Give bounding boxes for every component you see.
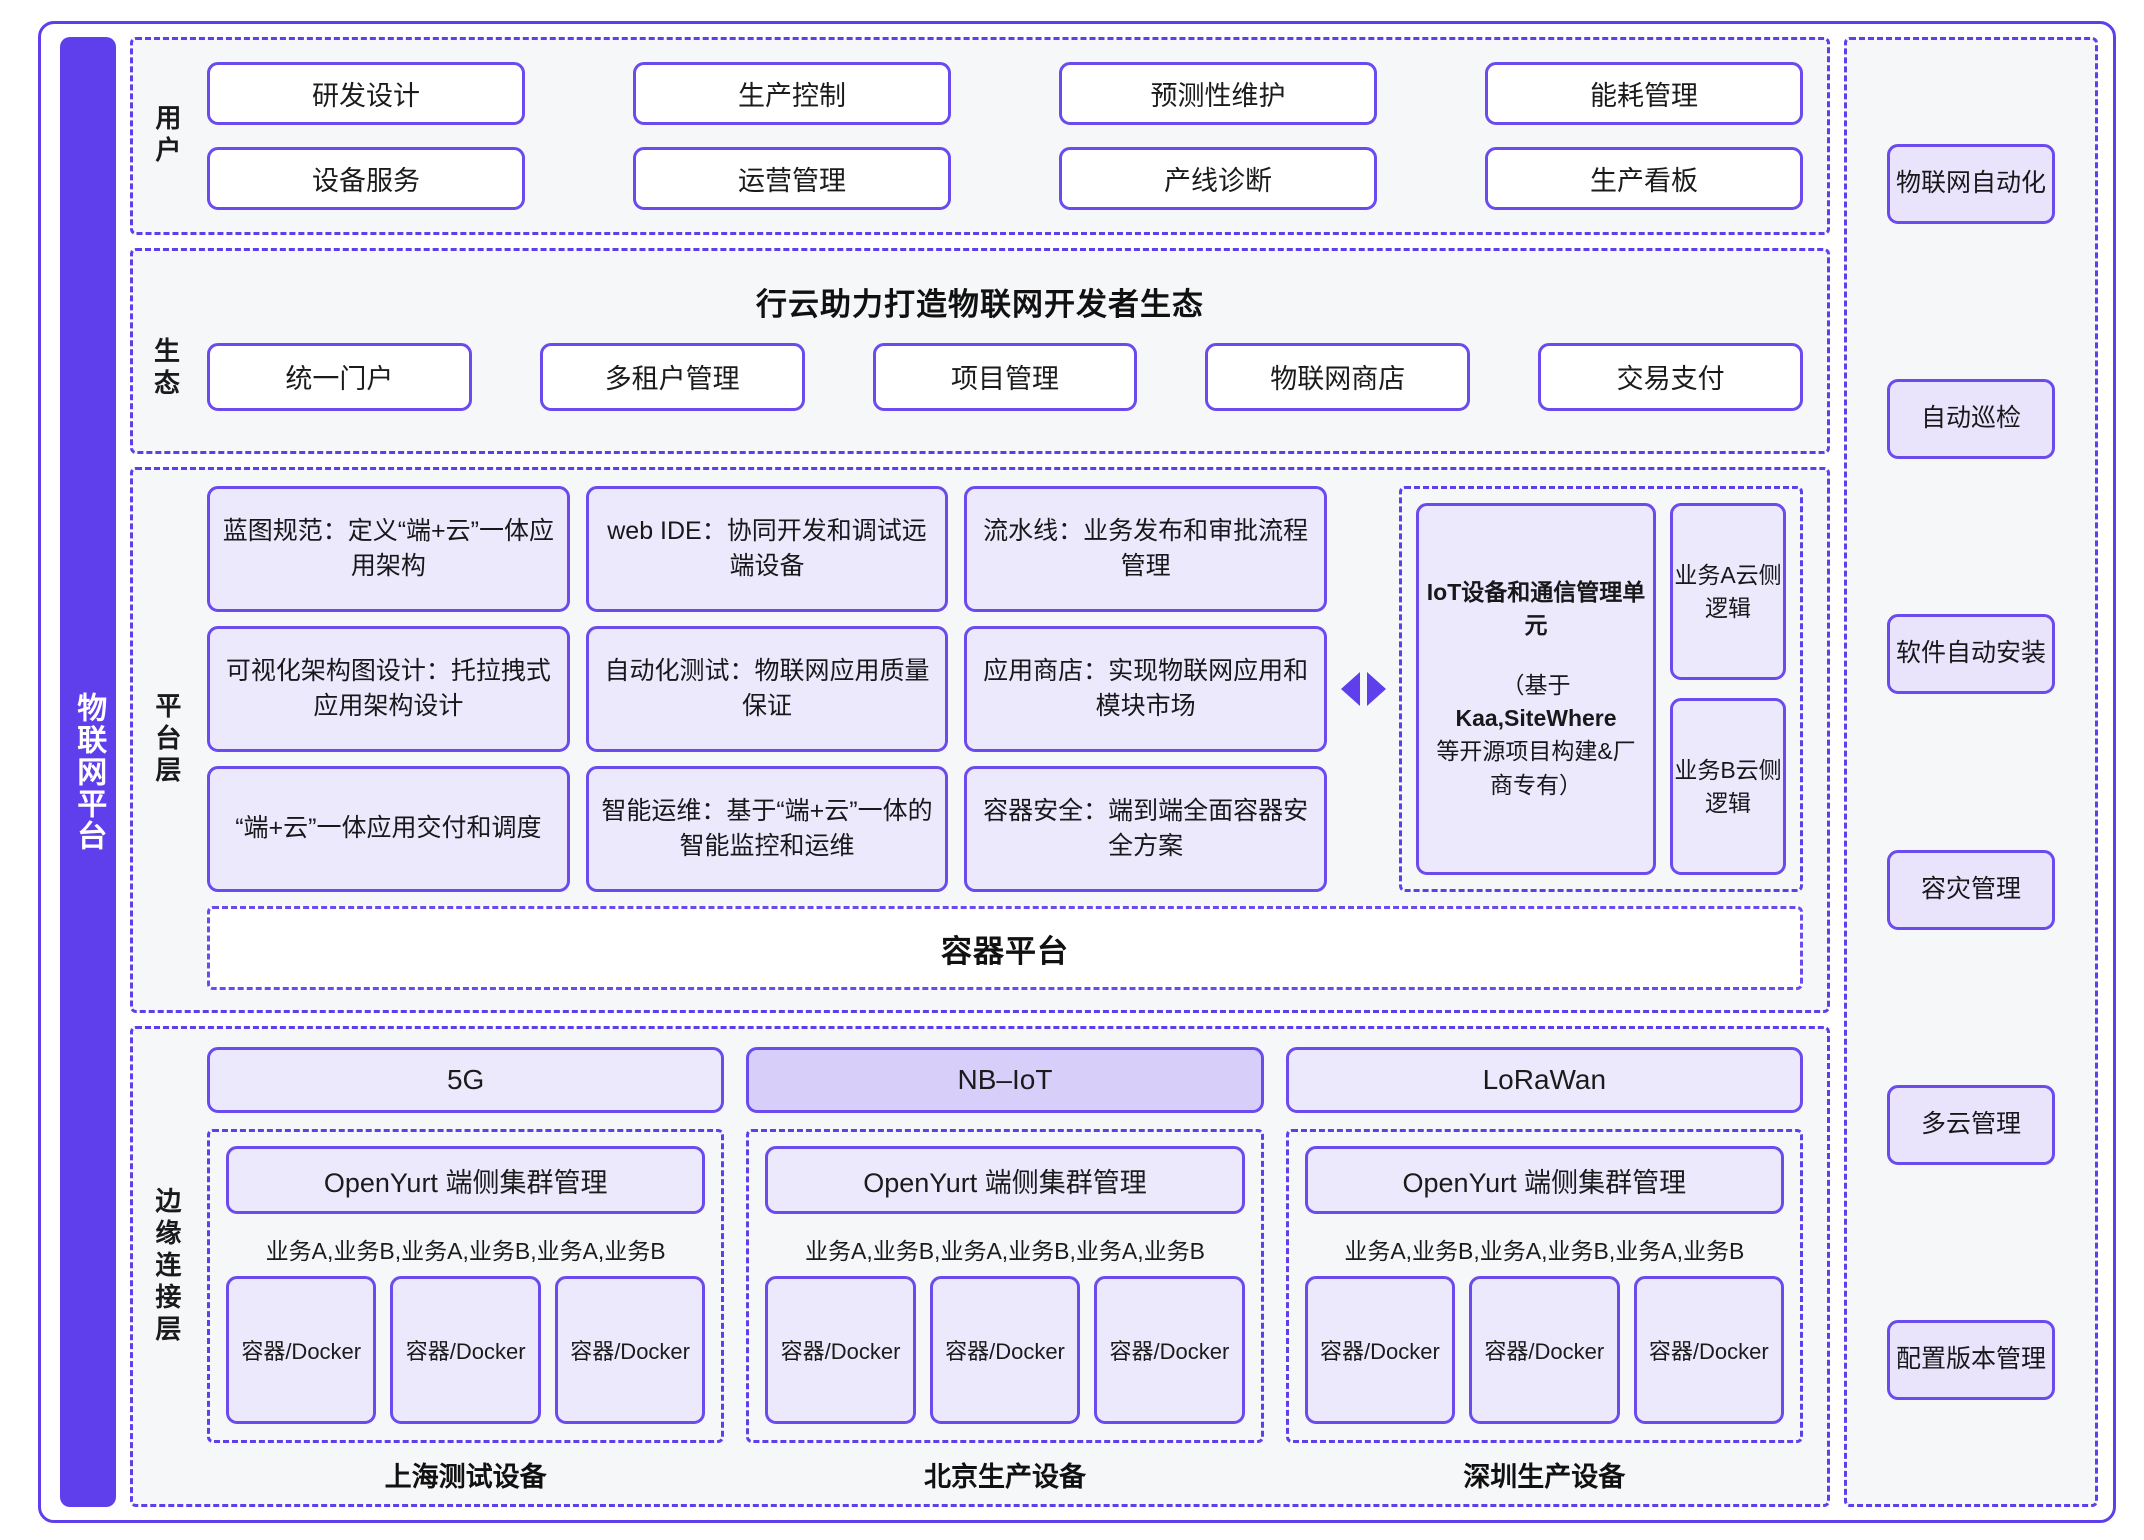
- platform-card-automated-test[interactable]: 自动化测试：物联网应用质量保证: [585, 626, 949, 752]
- edge-section-label: 边缘连接层: [151, 1186, 182, 1347]
- user-item-device-service[interactable]: 设备服务: [207, 147, 525, 210]
- ecosystem-title: 行云助力打造物联网开发者生态: [756, 287, 1204, 322]
- services-line-beijing: 业务A,业务B,业务A,业务B,业务A,业务B: [804, 1238, 1205, 1264]
- platform-cards-grid: 蓝图规范：定义“端+云”一体应用架构 web IDE：协同开发和调试远端设备 流…: [207, 486, 1327, 892]
- docker-cell[interactable]: 容器/Docker: [929, 1276, 1081, 1424]
- openyurt-cluster-shenzhen[interactable]: OpenYurt 端侧集群管理: [1304, 1146, 1784, 1214]
- services-line-shanghai: 业务A,业务B,业务A,业务B,业务A,业务B: [265, 1238, 666, 1264]
- arrow-right-icon: [1366, 672, 1386, 706]
- platform-card-pipeline[interactable]: 流水线：业务发布和审批流程管理: [964, 486, 1327, 612]
- iot-unit-note-projects: Kaa,SiteWhere: [1455, 705, 1617, 731]
- docker-row-shanghai: 容器/Docker 容器/Docker 容器/Docker: [226, 1276, 706, 1424]
- eco-item-project-management[interactable]: 项目管理: [872, 342, 1138, 411]
- left-vertical-bar: 物联网平台: [60, 37, 116, 1507]
- center-column: 用户 研发设计 生产控制 预测性维护 能耗管理 设备服务 运营管理 产线诊断 生…: [130, 37, 1830, 1507]
- ecosystem-section-label: 生态: [150, 336, 181, 401]
- cloud-logic-business-b[interactable]: 业务B云侧逻辑: [1670, 698, 1786, 875]
- architecture-layout: 物联网平台 用户 研发设计 生产控制 预测性维护 能耗管理 设备服务 运营管理 …: [38, 21, 2116, 1523]
- rail-item-config-version-management[interactable]: 配置版本管理: [1887, 1320, 2055, 1401]
- device-box-beijing: OpenYurt 端侧集群管理 业务A,业务B,业务A,业务B,业务A,业务B …: [746, 1129, 1264, 1443]
- user-item-research-design[interactable]: 研发设计: [207, 62, 525, 125]
- iot-unit-group: IoT设备和通信管理单元 （基于 Kaa,SiteWhere 等开源项目构建&厂…: [1399, 486, 1803, 892]
- edge-section-body: 5G OpenYurt 端侧集群管理 业务A,业务B,业务A,业务B,业务A,业…: [199, 1029, 1827, 1504]
- device-box-shenzhen: OpenYurt 端侧集群管理 业务A,业务B,业务A,业务B,业务A,业务B …: [1285, 1129, 1803, 1443]
- docker-cell[interactable]: 容器/Docker: [1633, 1276, 1784, 1424]
- rail-item-software-auto-install[interactable]: 软件自动安装: [1887, 614, 2055, 695]
- rail-item-auto-inspection[interactable]: 自动巡检: [1887, 378, 2055, 459]
- docker-cell[interactable]: 容器/Docker: [1304, 1276, 1456, 1424]
- arrow-left-icon: [1340, 672, 1360, 706]
- docker-row-shenzhen: 容器/Docker 容器/Docker 容器/Docker: [1304, 1276, 1784, 1424]
- user-item-production-dashboard[interactable]: 生产看板: [1485, 147, 1803, 210]
- platform-card-delivery-scheduling[interactable]: “端+云”一体应用交付和调度: [207, 766, 570, 892]
- network-pill-5g[interactable]: 5G: [207, 1047, 725, 1113]
- user-section-label: 用户: [151, 104, 182, 168]
- rail-item-disaster-recovery[interactable]: 容灾管理: [1887, 849, 2055, 930]
- edge-column-shenzhen: LoRaWan OpenYurt 端侧集群管理 业务A,业务B,业务A,业务B,…: [1285, 1047, 1803, 1443]
- edge-column-beijing: NB–IoT OpenYurt 端侧集群管理 业务A,业务B,业务A,业务B,业…: [746, 1047, 1264, 1443]
- user-item-predictive-maintenance[interactable]: 预测性维护: [1059, 62, 1377, 125]
- iot-side-logic-group: 业务A云侧逻辑 业务B云侧逻辑: [1670, 503, 1786, 875]
- edge-columns: 5G OpenYurt 端侧集群管理 业务A,业务B,业务A,业务B,业务A,业…: [207, 1047, 1803, 1443]
- ecosystem-section: 行云助力打造物联网开发者生态 生态 统一门户 多租户管理 项目管理 物联网商店 …: [130, 248, 1830, 454]
- iot-unit-note-rest: 等开源项目构建&厂商专有）: [1436, 738, 1636, 798]
- user-section: 用户 研发设计 生产控制 预测性维护 能耗管理 设备服务 运营管理 产线诊断 生…: [130, 37, 1830, 235]
- network-pill-nbiot[interactable]: NB–IoT: [746, 1047, 1264, 1113]
- device-caption-shenzhen: 深圳生产设备: [1463, 1462, 1626, 1492]
- device-caption-beijing: 北京生产设备: [923, 1462, 1086, 1492]
- docker-cell[interactable]: 容器/Docker: [1469, 1276, 1620, 1424]
- docker-cell[interactable]: 容器/Docker: [765, 1276, 916, 1424]
- platform-section-label: 平台层: [151, 692, 182, 788]
- right-rail: 物联网自动化 自动巡检 软件自动安装 容灾管理 多云管理 配置版本管理: [1844, 37, 2098, 1507]
- left-vertical-bar-label: 物联网平台: [72, 692, 106, 852]
- bidirectional-arrow-group: [1327, 486, 1399, 892]
- platform-section: 平台层 蓝图规范：定义“端+云”一体应用架构 web IDE：协同开发和调试远端…: [130, 467, 1830, 1013]
- platform-card-visual-architecture[interactable]: 可视化架构图设计：托拉拽式应用架构设计: [207, 626, 570, 752]
- iot-unit-title: IoT设备和通信管理单元: [1426, 578, 1646, 639]
- device-captions: 上海测试设备 北京生产设备 深圳生产设备: [207, 1443, 1803, 1494]
- user-items-grid: 研发设计 生产控制 预测性维护 能耗管理 设备服务 运营管理 产线诊断 生产看板: [199, 40, 1827, 232]
- edge-column-shanghai: 5G OpenYurt 端侧集群管理 业务A,业务B,业务A,业务B,业务A,业…: [207, 1047, 725, 1443]
- eco-item-iot-store[interactable]: 物联网商店: [1205, 342, 1471, 411]
- docker-row-beijing: 容器/Docker 容器/Docker 容器/Docker: [765, 1276, 1245, 1424]
- docker-cell[interactable]: 容器/Docker: [1094, 1276, 1245, 1424]
- device-box-shanghai: OpenYurt 端侧集群管理 业务A,业务B,业务A,业务B,业务A,业务B …: [207, 1129, 725, 1443]
- cloud-logic-business-a[interactable]: 业务A云侧逻辑: [1670, 503, 1786, 680]
- platform-card-web-ide[interactable]: web IDE：协同开发和调试远端设备: [585, 486, 949, 612]
- iot-device-communication-unit[interactable]: IoT设备和通信管理单元 （基于 Kaa,SiteWhere 等开源项目构建&厂…: [1416, 503, 1656, 875]
- container-platform-bar[interactable]: 容器平台: [207, 906, 1803, 990]
- platform-card-intelligent-ops[interactable]: 智能运维：基于“端+云”一体的智能监控和运维: [585, 766, 949, 892]
- docker-cell[interactable]: 容器/Docker: [226, 1276, 377, 1424]
- openyurt-cluster-shanghai[interactable]: OpenYurt 端侧集群管理: [226, 1146, 706, 1214]
- eco-item-transaction-payment[interactable]: 交易支付: [1538, 342, 1803, 411]
- rail-item-multicloud-management[interactable]: 多云管理: [1887, 1084, 2055, 1165]
- platform-upper-row: 蓝图规范：定义“端+云”一体应用架构 web IDE：协同开发和调试远端设备 流…: [207, 486, 1803, 892]
- platform-card-app-store[interactable]: 应用商店：实现物联网应用和模块市场: [964, 626, 1327, 752]
- user-section-body: 研发设计 生产控制 预测性维护 能耗管理 设备服务 运营管理 产线诊断 生产看板: [199, 40, 1827, 232]
- user-item-energy-management[interactable]: 能耗管理: [1485, 62, 1803, 125]
- ecosystem-row: 生态 统一门户 多租户管理 项目管理 物联网商店 交易支付: [133, 324, 1827, 451]
- network-pill-lorawan[interactable]: LoRaWan: [1285, 1047, 1803, 1113]
- platform-card-blueprint[interactable]: 蓝图规范：定义“端+云”一体应用架构: [207, 486, 570, 612]
- eco-item-multi-tenant[interactable]: 多租户管理: [539, 342, 805, 411]
- docker-cell[interactable]: 容器/Docker: [554, 1276, 706, 1424]
- user-item-production-control[interactable]: 生产控制: [633, 62, 951, 125]
- eco-item-unified-portal[interactable]: 统一门户: [207, 342, 472, 411]
- user-item-line-diagnosis[interactable]: 产线诊断: [1059, 147, 1377, 210]
- user-item-operations-management[interactable]: 运营管理: [633, 147, 951, 210]
- openyurt-cluster-beijing[interactable]: OpenYurt 端侧集群管理: [765, 1146, 1245, 1214]
- edge-connection-section: 边缘连接层 5G OpenYurt 端侧集群管理 业务A,业务B,业务A,业务B…: [130, 1026, 1830, 1507]
- rail-item-iot-automation[interactable]: 物联网自动化: [1887, 143, 2055, 224]
- services-line-shenzhen: 业务A,业务B,业务A,业务B,业务A,业务B: [1344, 1238, 1745, 1264]
- docker-cell[interactable]: 容器/Docker: [390, 1276, 541, 1424]
- device-caption-shanghai: 上海测试设备: [384, 1462, 547, 1492]
- ecosystem-items-grid: 统一门户 多租户管理 项目管理 物联网商店 交易支付: [199, 324, 1827, 451]
- iot-unit-note-open: （基于: [1501, 671, 1571, 698]
- platform-card-container-security[interactable]: 容器安全：端到端全面容器安全方案: [964, 766, 1327, 892]
- platform-section-body: 蓝图规范：定义“端+云”一体应用架构 web IDE：协同开发和调试远端设备 流…: [199, 470, 1827, 1010]
